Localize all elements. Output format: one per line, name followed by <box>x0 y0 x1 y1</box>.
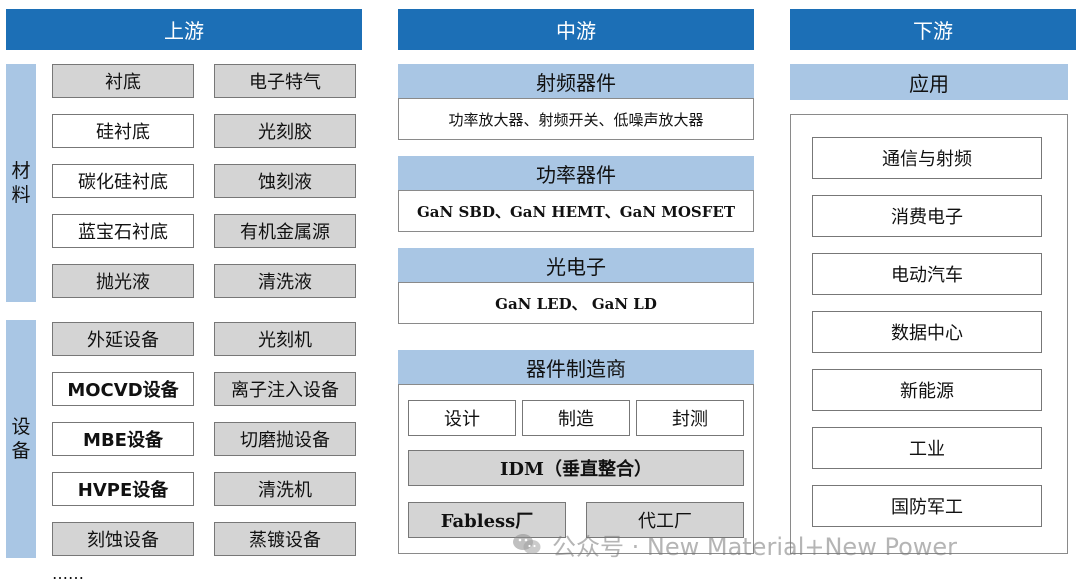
equipment-label-char-1: 设 <box>11 416 31 438</box>
applications-title: 应用 <box>790 64 1068 100</box>
equipment-epitaxy: 外延设备 <box>52 322 194 356</box>
material-etchant: 蚀刻液 <box>214 164 356 198</box>
material-electronic-gas: 电子特气 <box>214 64 356 98</box>
app-data-center: 数据中心 <box>812 311 1042 353</box>
material-polishing-slurry: 抛光液 <box>52 264 194 298</box>
material-silicon-substrate: 硅衬底 <box>52 114 194 148</box>
manufacturers-title: 器件制造商 <box>398 350 754 384</box>
app-defense: 国防军工 <box>812 485 1042 527</box>
equipment-ion-implant: 离子注入设备 <box>214 372 356 406</box>
optoelectronics-desc: GaN LED、 GaN LD <box>398 282 754 324</box>
app-new-energy: 新能源 <box>812 369 1042 411</box>
equipment-hvpe: HVPE设备 <box>52 472 194 506</box>
equipment-grinding-polishing: 切磨抛设备 <box>214 422 356 456</box>
material-sic-substrate: 碳化硅衬底 <box>52 164 194 198</box>
power-devices-title: 功率器件 <box>398 156 754 190</box>
material-metal-organic-source: 有机金属源 <box>214 214 356 248</box>
idm-box: IDM（垂直整合） <box>408 450 744 486</box>
equipment-side-label: 设 备 <box>6 320 36 558</box>
material-cleaning-fluid: 清洗液 <box>214 264 356 298</box>
equipment-mocvd: MOCVD设备 <box>52 372 194 406</box>
equipment-etching: 刻蚀设备 <box>52 522 194 556</box>
equipment-mbe: MBE设备 <box>52 422 194 456</box>
rf-devices-title: 射频器件 <box>398 64 754 98</box>
foundry-box: 代工厂 <box>586 502 744 538</box>
power-devices-desc: GaN SBD、GaN HEMT、GaN MOSFET <box>398 190 754 232</box>
wechat-icon <box>513 534 541 554</box>
watermark: 公众号 · New Material+New Power <box>512 528 958 561</box>
materials-side-label: 材 料 <box>6 64 36 302</box>
optoelectronics-title: 光电子 <box>398 248 754 282</box>
downstream-header: 下游 <box>790 9 1076 50</box>
midstream-header: 中游 <box>398 9 754 50</box>
material-photoresist: 光刻胶 <box>214 114 356 148</box>
equipment-evaporation: 蒸镀设备 <box>214 522 356 556</box>
upstream-ellipsis: …… <box>52 564 84 583</box>
step-manufacture: 制造 <box>522 400 630 436</box>
upstream-header: 上游 <box>6 9 362 50</box>
equipment-lithography: 光刻机 <box>214 322 356 356</box>
materials-label-char-1: 材 <box>11 160 31 182</box>
equipment-cleaning-machine: 清洗机 <box>214 472 356 506</box>
step-packaging-testing: 封测 <box>636 400 744 436</box>
app-industrial: 工业 <box>812 427 1042 469</box>
app-electric-vehicles: 电动汽车 <box>812 253 1042 295</box>
step-design: 设计 <box>408 400 516 436</box>
fabless-box: Fabless厂 <box>408 502 566 538</box>
watermark-text: 公众号 · New Material+New Power <box>552 532 958 561</box>
app-communications-rf: 通信与射频 <box>812 137 1042 179</box>
app-consumer-electronics: 消费电子 <box>812 195 1042 237</box>
equipment-label-char-2: 备 <box>11 440 31 462</box>
material-substrate: 衬底 <box>52 64 194 98</box>
material-sapphire-substrate: 蓝宝石衬底 <box>52 214 194 248</box>
rf-devices-desc: 功率放大器、射频开关、低噪声放大器 <box>398 98 754 140</box>
materials-label-char-2: 料 <box>11 184 31 206</box>
